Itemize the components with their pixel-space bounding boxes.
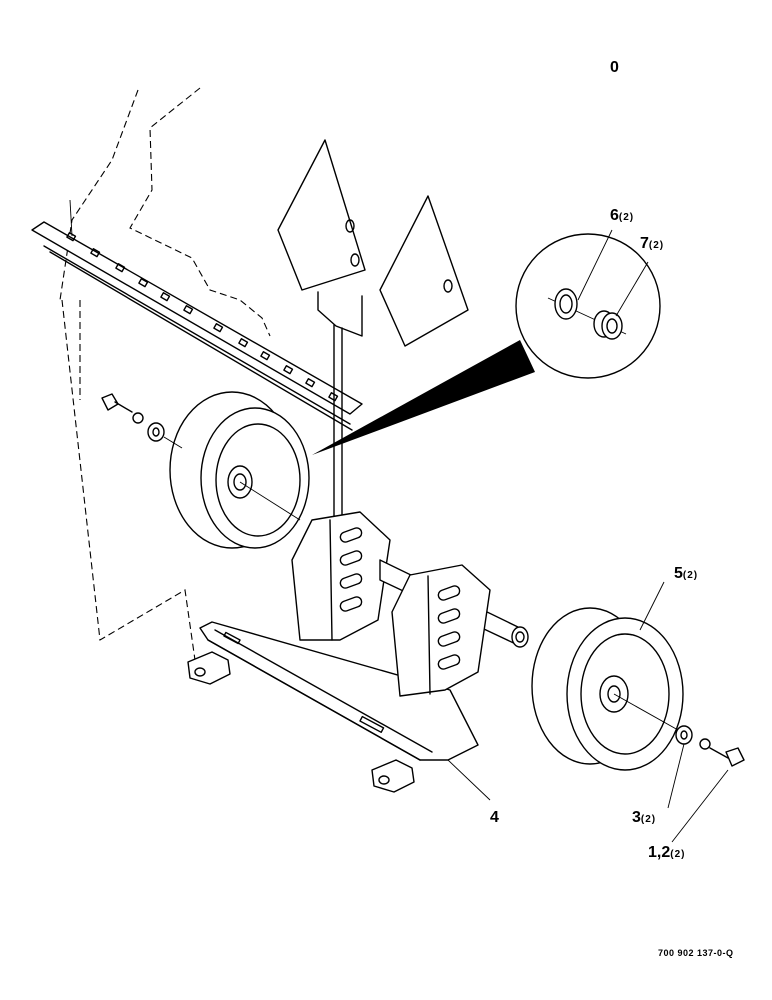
callout-6-number: 6 [610, 207, 619, 224]
header-frame-outline [59, 87, 271, 337]
base-plate [199, 621, 479, 761]
upright-plate-left [291, 511, 391, 641]
callout-3-qty: (2) [640, 814, 657, 825]
callout-7-number: 7 [640, 235, 649, 252]
callout-5-number: 5 [674, 565, 683, 582]
callout-3-number: 3 [632, 809, 641, 826]
callout-5-qty: (2) [682, 570, 699, 581]
latch-bracket-lower [371, 759, 415, 793]
callout-5: 5(2) [674, 566, 698, 582]
wheel-right [531, 607, 684, 771]
triangle-bracket-right [379, 195, 469, 347]
callout-6-qty: (2) [618, 212, 635, 223]
wheel-left [169, 391, 310, 549]
latch-bracket-upper [187, 651, 231, 685]
bolt-right [675, 725, 745, 767]
callout-3: 3(2) [632, 810, 656, 826]
callout-1-2: 1,2(2) [648, 845, 685, 861]
callout-1-2-number: 1,2 [648, 844, 671, 861]
triangle-bracket-left [277, 139, 366, 337]
leader-lines [447, 229, 729, 843]
upright-plate-right [391, 564, 491, 697]
figure-reference: 700 902 137-0-Q [658, 948, 734, 958]
slotted-rail [31, 221, 363, 431]
callout-7-qty: (2) [648, 240, 665, 251]
page-marker: 0 [610, 59, 619, 76]
callout-1-2-qty: (2) [670, 849, 686, 860]
callout-6: 6(2) [610, 208, 634, 224]
detail-circle [312, 233, 661, 455]
callout-4: 4 [490, 809, 499, 826]
bolt-left [101, 393, 183, 449]
callout-7: 7(2) [640, 236, 664, 252]
support-rod [333, 324, 343, 529]
lower-frame-outline [61, 299, 196, 661]
